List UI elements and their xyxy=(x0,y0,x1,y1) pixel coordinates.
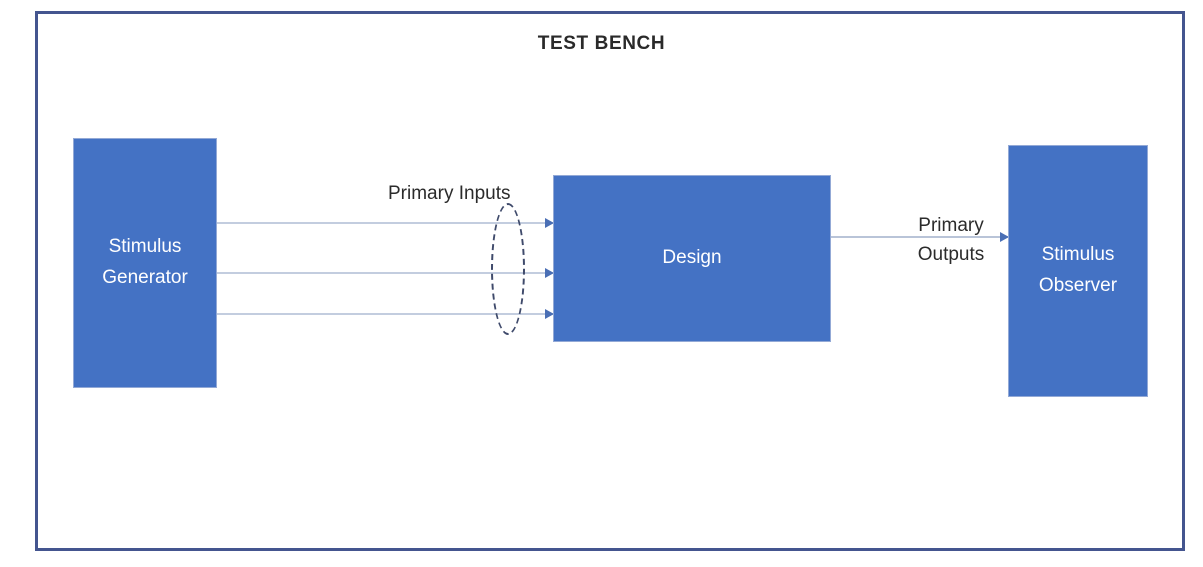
block-stimulus-generator-label-line-2: Generator xyxy=(102,267,188,288)
block-stimulus-observer-label-line-1: Stimulus xyxy=(1041,244,1115,266)
diagram-title: TEST BENCH xyxy=(537,33,666,54)
label-primary-outputs-line-1: Primary xyxy=(918,215,984,236)
block-design-label: Design xyxy=(662,247,722,269)
label-primary-outputs-line-2: Outputs xyxy=(917,243,985,265)
block-stimulus-observer[interactable]: Stimulus Observer xyxy=(1008,145,1148,397)
connector-primary-input-3 xyxy=(217,313,553,315)
arrowhead-primary-input-1 xyxy=(545,218,554,228)
block-stimulus-observer-label-line-2: Observer xyxy=(1038,275,1118,296)
arrowhead-primary-input-2 xyxy=(545,268,554,278)
block-design[interactable]: Design xyxy=(553,175,831,342)
arrowhead-primary-input-3 xyxy=(545,309,554,319)
label-primary-outputs: Primary Outputs xyxy=(896,212,1006,270)
label-primary-inputs: Primary Inputs xyxy=(388,183,511,204)
connector-primary-output-1 xyxy=(831,236,1008,238)
connector-primary-input-1 xyxy=(217,222,553,224)
block-stimulus-generator[interactable]: Stimulus Generator xyxy=(73,138,217,388)
connector-primary-input-2 xyxy=(217,272,553,274)
block-stimulus-generator-label-line-1: Stimulus xyxy=(108,236,182,258)
input-bundle-ellipse-icon xyxy=(491,203,525,335)
arrowhead-primary-output-1 xyxy=(1000,232,1009,242)
